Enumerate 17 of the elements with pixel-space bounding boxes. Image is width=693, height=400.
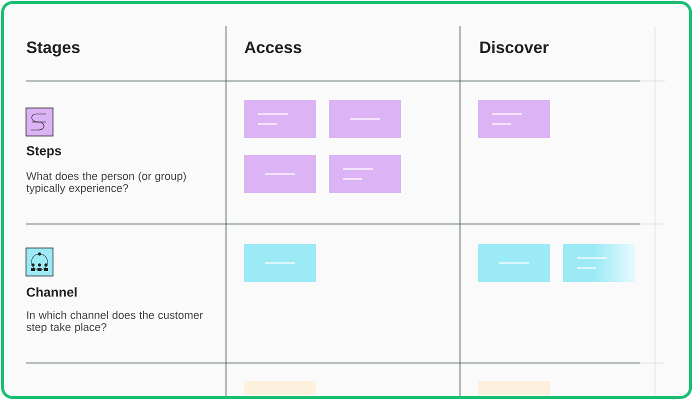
column-header: Access [244, 42, 302, 54]
sticky-note [563, 244, 635, 282]
sticky-note [478, 244, 550, 282]
sticky-note [329, 100, 401, 138]
sticky-note [244, 100, 316, 138]
row-description: What does the person (or group) typically experience? [26, 172, 186, 194]
sticky-note [244, 155, 316, 193]
sticky-note [244, 381, 316, 395]
sticky-note [244, 244, 316, 282]
row-heading: Steps [26, 146, 62, 158]
column-header: Stages [26, 41, 80, 56]
sticky-note [329, 155, 401, 193]
column-header: Discover [480, 41, 549, 54]
sticky-note [478, 100, 550, 138]
row-description: In which channel does the customer step take place? [26, 310, 203, 334]
sticky-note [478, 381, 550, 395]
row-heading: Channel [26, 287, 77, 297]
